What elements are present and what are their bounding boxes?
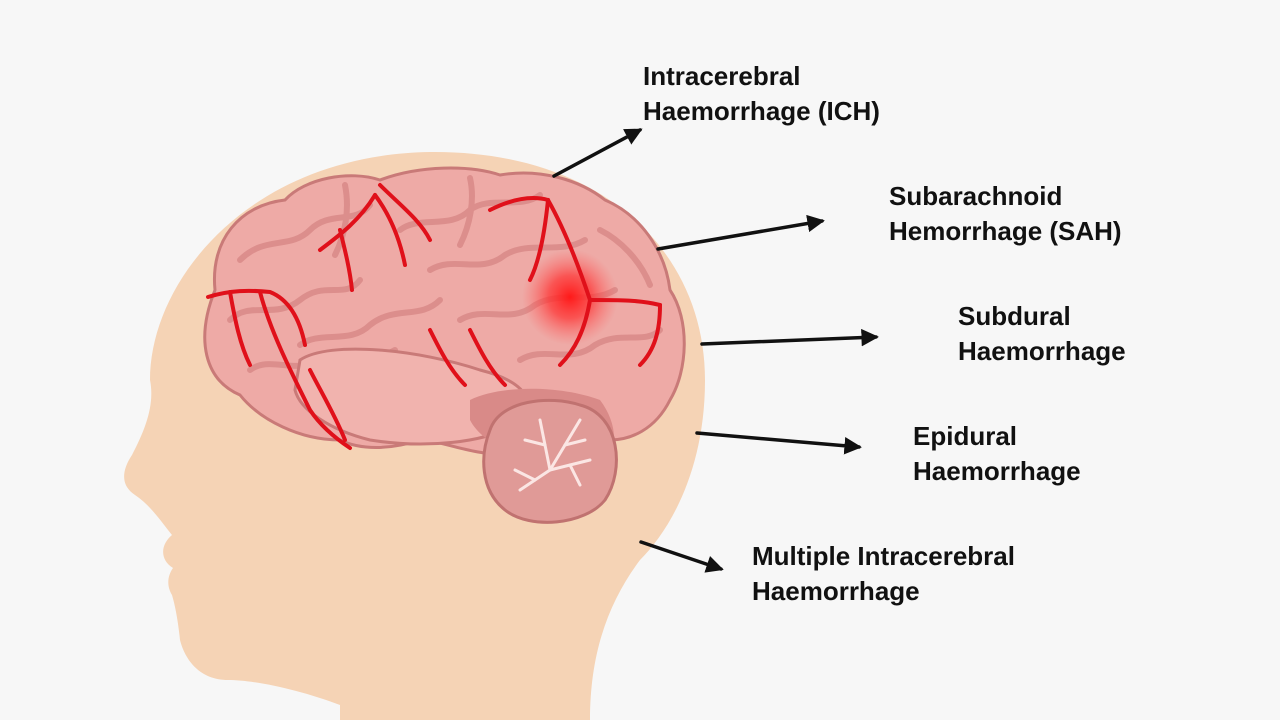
arrow-right-icon <box>552 128 643 178</box>
label-ich-line1: Intracerebral <box>643 61 801 91</box>
bleed-spot <box>522 249 618 345</box>
label-multiple-ich-line2: Haemorrhage <box>752 576 920 606</box>
cerebellum <box>482 398 618 524</box>
label-subdural-line2: Haemorrhage <box>958 336 1126 366</box>
cerebellum-arbor <box>513 418 592 492</box>
label-subdural-line1: Subdural <box>958 301 1071 331</box>
label-subdural-haemorrhage: Subdural Haemorrhage <box>958 299 1126 369</box>
label-multiple-intracerebral-haemorrhage: Multiple Intracerebral Haemorrhage <box>752 539 1015 609</box>
label-epidural-line2: Haemorrhage <box>913 456 1081 486</box>
arrow-right-icon <box>639 540 724 573</box>
arrow-right-icon <box>695 431 862 455</box>
label-epidural-line1: Epidural <box>913 421 1018 451</box>
label-sah-line1: Subarachnoid <box>889 181 1063 211</box>
label-epidural-haemorrhage: Epidural Haemorrhage <box>913 419 1081 489</box>
arrows <box>552 128 879 573</box>
blood-vessels <box>206 183 662 450</box>
arrow-right-icon <box>700 328 879 347</box>
label-sah-line2: Hemorrhage (SAH) <box>889 216 1122 246</box>
label-multiple-ich-line1: Multiple Intracerebral <box>752 541 1015 571</box>
label-subarachnoid-hemorrhage: Subarachnoid Hemorrhage (SAH) <box>889 179 1122 249</box>
arrow-right-icon <box>656 214 825 251</box>
label-intracerebral-haemorrhage: Intracerebral Haemorrhage (ICH) <box>643 59 880 129</box>
label-ich-line2: Haemorrhage (ICH) <box>643 96 880 126</box>
